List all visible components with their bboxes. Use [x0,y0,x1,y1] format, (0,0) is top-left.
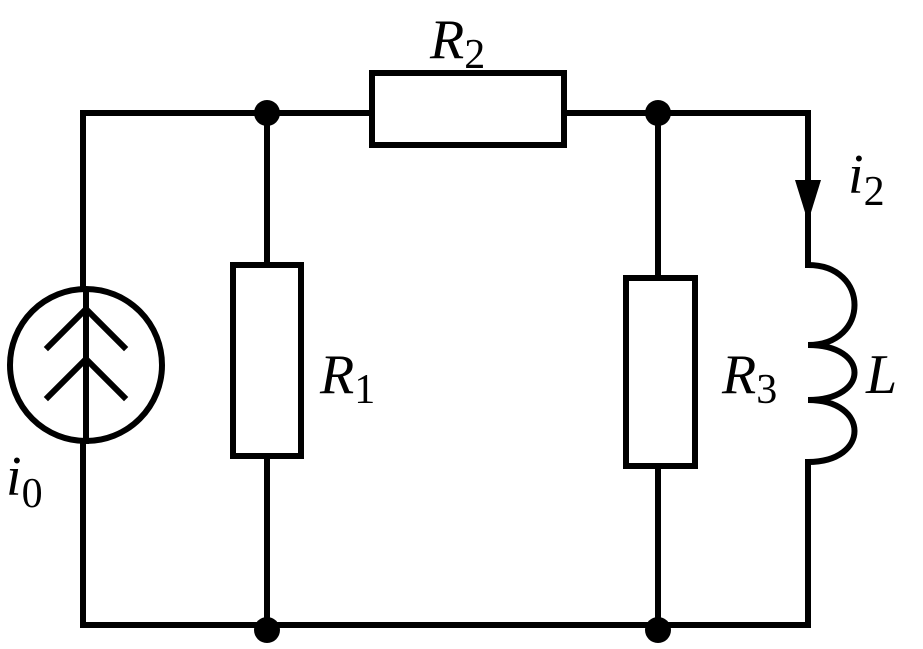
node-bottom-right [645,617,671,643]
i2-arrow-icon [795,180,821,222]
top-wire-right [561,110,811,268]
node-bottom-left [254,617,280,643]
nodes [254,100,671,643]
label-r2: R2 [429,9,485,78]
label-r3: R3 [721,344,777,413]
current-source-i0 [7,286,165,444]
node-top-right [645,100,671,126]
wires [80,110,811,628]
current-source-chevron-top [43,304,129,352]
label-l: L [865,344,897,406]
bottom-wire [80,459,811,628]
inductor-l [804,261,858,466]
resistor-r2 [369,70,567,148]
resistor-r1 [230,262,304,459]
label-i0: i0 [6,446,43,517]
node-top-left [254,100,280,126]
label-i2: i2 [848,144,885,215]
resistor-r3 [623,275,698,469]
current-source-chevron-bottom [43,354,129,402]
label-r1: R1 [319,344,375,413]
